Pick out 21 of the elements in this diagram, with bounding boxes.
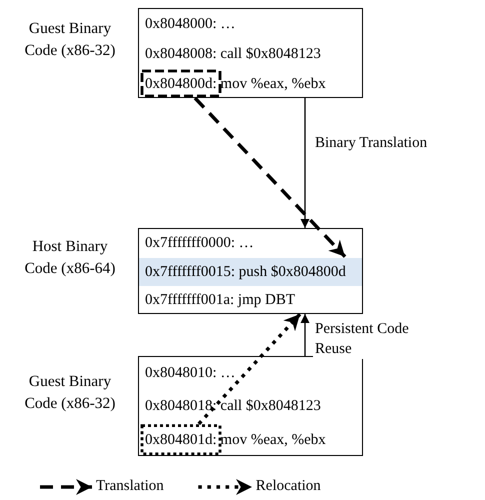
- code-line: 0x8048010: …: [139, 357, 362, 390]
- code-line: 0x804800d: mov %eax, %ebx: [139, 69, 362, 99]
- code-box: [138, 356, 363, 456]
- code-line: 0x804801d: mov %eax, %ebx: [139, 424, 362, 457]
- arrow: [300, 98, 310, 228]
- arrow: [300, 314, 310, 356]
- arrow: [194, 96, 346, 258]
- edge-label: Binary Translation: [313, 134, 430, 154]
- legend-label: Translation: [96, 478, 164, 495]
- legend-label: Relocation: [256, 478, 321, 495]
- code-region-caption: Guest Binary Code (x86-32): [24, 19, 116, 62]
- code-line: 0x8048000: …: [139, 9, 362, 39]
- code-region-caption: Host Binary Code (x86-64): [24, 237, 116, 280]
- code-line: 0x7fffffff001a: jmp DBT: [139, 286, 362, 316]
- code-line: 0x8048018: call $0x8048123: [139, 390, 362, 424]
- code-region-caption: Guest Binary Code (x86-32): [24, 372, 116, 414]
- code-box: [138, 8, 363, 98]
- arrow: [198, 312, 302, 424]
- code-line: 0x7fffffff0000: …: [139, 229, 362, 258]
- code-box: [138, 228, 363, 314]
- code-line: 0x8048008: call $0x8048123: [139, 39, 362, 69]
